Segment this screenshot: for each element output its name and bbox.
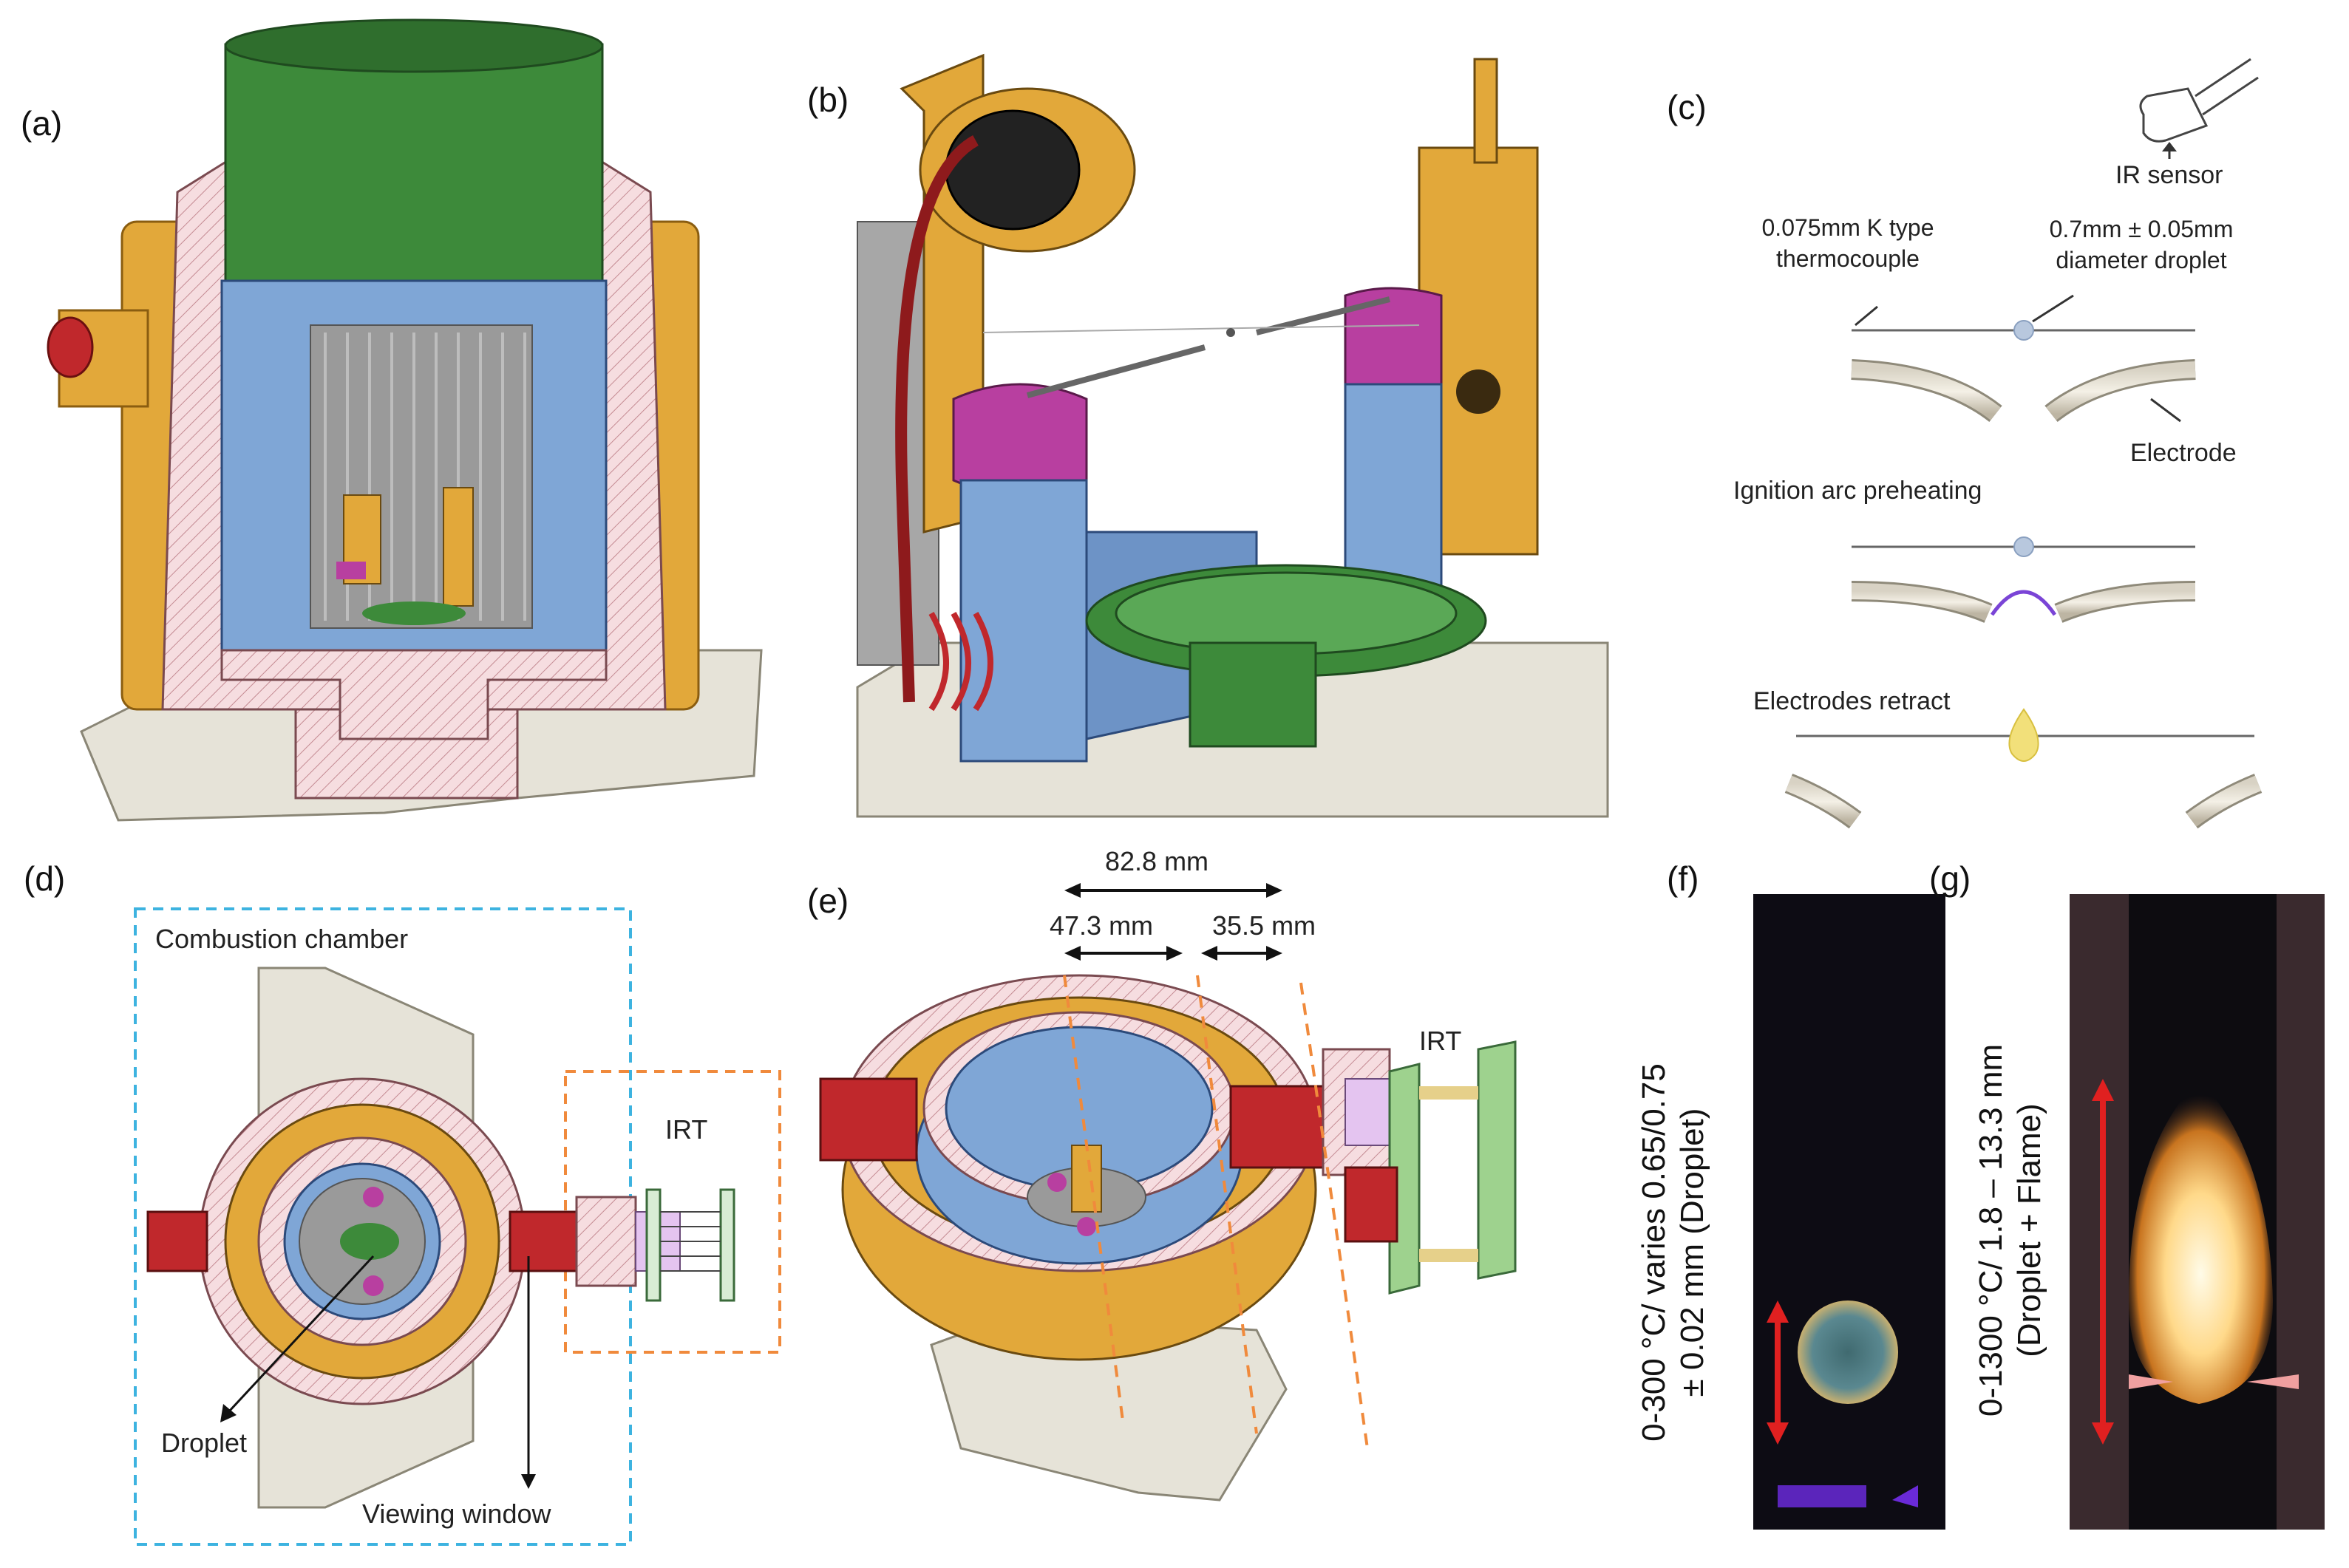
panel-label-f: (f) — [1667, 859, 1699, 898]
panel-g-flame-image — [2070, 894, 2325, 1530]
panel-f-caption: 0-300 °C/ varies 0.65/0.75 ± 0.02 mm (Dr… — [1635, 998, 1712, 1507]
irt-label-d: IRT — [665, 1114, 708, 1145]
step-electrodes-retract-label: Electrodes retract — [1753, 687, 1951, 715]
combustion-chamber-label: Combustion chamber — [155, 924, 409, 954]
panel-label-c: (c) — [1667, 88, 1707, 126]
ir-sensor-label: IR sensor — [2115, 161, 2223, 189]
panel-label-d: (d) — [24, 859, 66, 898]
thermocouple-label-line2: thermocouple — [1776, 245, 1920, 272]
droplet-size-label-line2: diameter droplet — [2056, 247, 2227, 273]
panel-label-e: (e) — [807, 882, 849, 920]
droplet-label: Droplet — [161, 1428, 248, 1458]
panel-c-schematic — [1784, 58, 2263, 829]
dimension-total-label: 82.8 mm — [1105, 846, 1209, 876]
panel-g-caption-line2: (Droplet + Flame) — [2011, 1103, 2047, 1357]
panel-b-closeup-render — [856, 53, 1609, 818]
droplet-size-label-line1: 0.7mm ± 0.05mm — [2049, 216, 2234, 242]
panel-f-caption-line2: ± 0.02 mm (Droplet) — [1674, 1108, 1710, 1397]
panel-label-b: (b) — [807, 81, 849, 119]
panel-g-caption: 0-1300 °C/ 1.8 – 13.3 mm (Droplet + Flam… — [1972, 994, 2049, 1467]
ir-sensor-icon — [2139, 58, 2259, 159]
electrode-label: Electrode — [2130, 439, 2237, 467]
step-ignition-arc-label: Ignition arc preheating — [1733, 477, 1982, 505]
panel-label-a: (a) — [21, 104, 63, 143]
viewing-window-label: Viewing window — [362, 1499, 551, 1529]
panel-e-perspective — [819, 883, 1517, 1501]
panel-label-g: (g) — [1929, 859, 1971, 898]
dimension-right-label: 35.5 mm — [1212, 910, 1316, 941]
thermocouple-label-line1: 0.075mm K type — [1761, 214, 1934, 241]
panel-g-caption-line1: 0-1300 °C/ 1.8 – 13.3 mm — [1973, 1043, 2009, 1417]
panel-a-cutaway-render — [47, 18, 763, 822]
combustion-chamber-box — [134, 907, 632, 1546]
panel-f-caption-line1: 0-300 °C/ varies 0.65/0.75 — [1636, 1063, 1672, 1442]
irt-label-e: IRT — [1419, 1026, 1462, 1056]
panel-f-droplet-image — [1753, 894, 1945, 1530]
panel-d-top-view — [134, 907, 781, 1546]
irt-box — [564, 1070, 781, 1354]
dimension-left-label: 47.3 mm — [1050, 910, 1154, 941]
